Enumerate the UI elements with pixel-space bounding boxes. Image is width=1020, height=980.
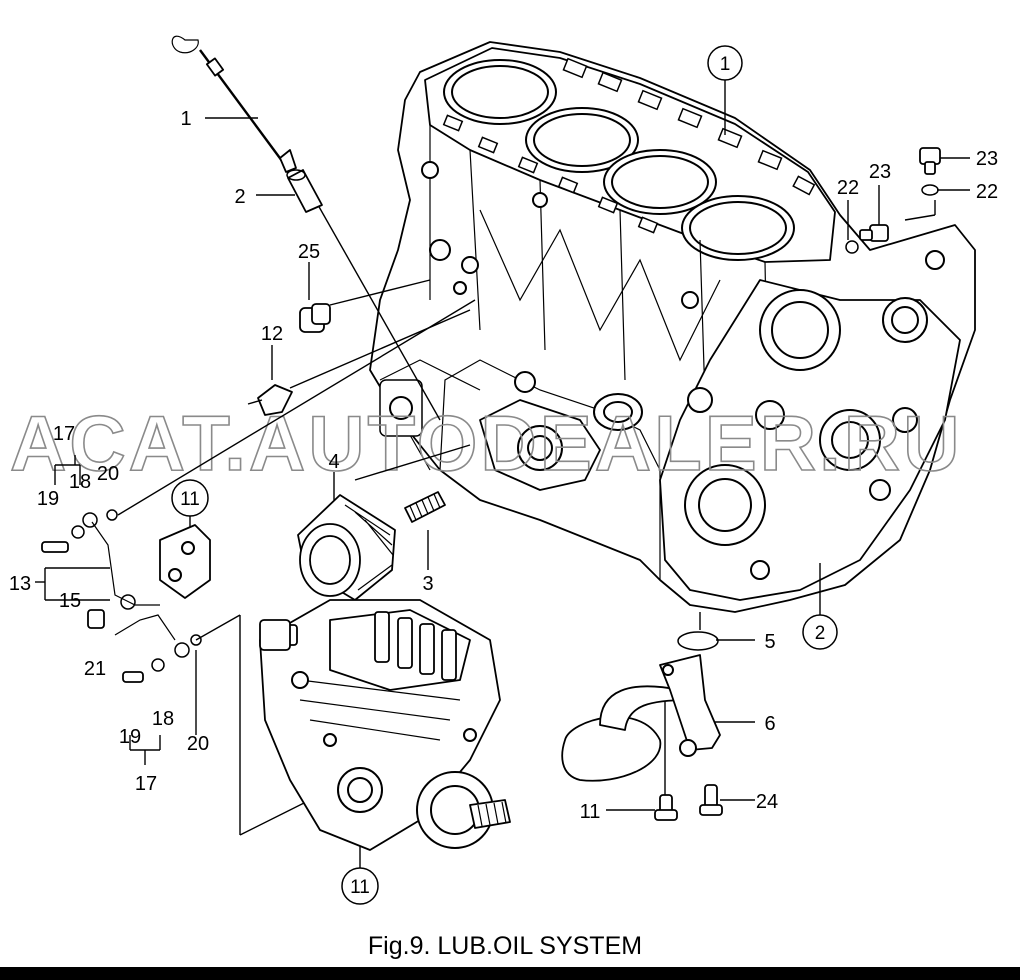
bottom-border xyxy=(0,967,1020,980)
label-24: 24 xyxy=(756,791,778,813)
watermark: ACAT.AUTODEALER.RU xyxy=(10,399,962,487)
label-6: 6 xyxy=(764,713,775,735)
cylinder-block xyxy=(369,41,976,613)
oil-filter-4 xyxy=(297,494,396,601)
label-4: 4 xyxy=(328,451,339,473)
label-1: 1 xyxy=(180,108,191,130)
bolt-21 xyxy=(87,609,105,629)
svg-text:11: 11 xyxy=(180,489,200,510)
label-5: 5 xyxy=(764,631,775,653)
bolt-24 xyxy=(699,784,723,816)
label-20-bottom: 20 xyxy=(187,733,209,755)
oil-pressure-switch-12 xyxy=(247,384,293,416)
water-jacket-cells xyxy=(442,57,816,234)
label-11: 11 xyxy=(580,801,601,823)
bolt-11 xyxy=(654,794,678,821)
label-21: 21 xyxy=(84,658,106,680)
callout-2: 2 xyxy=(802,614,838,650)
label-15: 15 xyxy=(59,590,81,612)
label-22-left: 22 xyxy=(837,177,859,199)
dipstick-guide xyxy=(286,169,323,213)
oil-pipe-13 xyxy=(82,512,190,658)
label-22-right: 22 xyxy=(976,181,998,203)
callout-11-bottom: 11 xyxy=(341,867,379,905)
label-13: 13 xyxy=(9,573,31,595)
bracket-part xyxy=(159,524,211,599)
oil-strainer-6 xyxy=(561,654,721,782)
injection-pump xyxy=(259,599,511,851)
label-12: 12 xyxy=(261,323,283,345)
o-ring-5 xyxy=(677,631,719,651)
label-23-left: 23 xyxy=(869,161,891,183)
callout-1: 1 xyxy=(707,45,743,81)
part-labels: 1 2 25 12 17 18 19 20 13 15 21 19 18 20 … xyxy=(9,108,998,823)
bolts-22-23 xyxy=(845,147,941,254)
svg-text:11: 11 xyxy=(350,877,370,898)
figure-caption: Fig.9. LUB.OIL SYSTEM xyxy=(368,932,642,960)
label-19-top: 19 xyxy=(37,488,59,510)
label-18-top: 18 xyxy=(69,471,91,493)
label-23-right: 23 xyxy=(976,148,998,170)
svg-text:1: 1 xyxy=(720,54,731,75)
spring-3 xyxy=(404,491,446,523)
label-2: 2 xyxy=(234,186,245,208)
label-18-bottom: 18 xyxy=(152,708,174,730)
label-25: 25 xyxy=(298,241,320,263)
dipstick xyxy=(171,35,297,173)
label-20-top: 20 xyxy=(97,463,119,485)
bolt-19-bottom xyxy=(122,634,202,683)
svg-text:2: 2 xyxy=(815,623,826,644)
plug-25 xyxy=(299,303,331,333)
label-19-bottom: 19 xyxy=(119,726,141,748)
label-17-bottom: 17 xyxy=(135,773,157,795)
label-3: 3 xyxy=(422,573,433,595)
label-17-top: 17 xyxy=(53,423,75,445)
leader-lines xyxy=(35,80,970,870)
bolt-19-top xyxy=(41,509,118,553)
callout-11-top: 11 xyxy=(171,479,209,517)
